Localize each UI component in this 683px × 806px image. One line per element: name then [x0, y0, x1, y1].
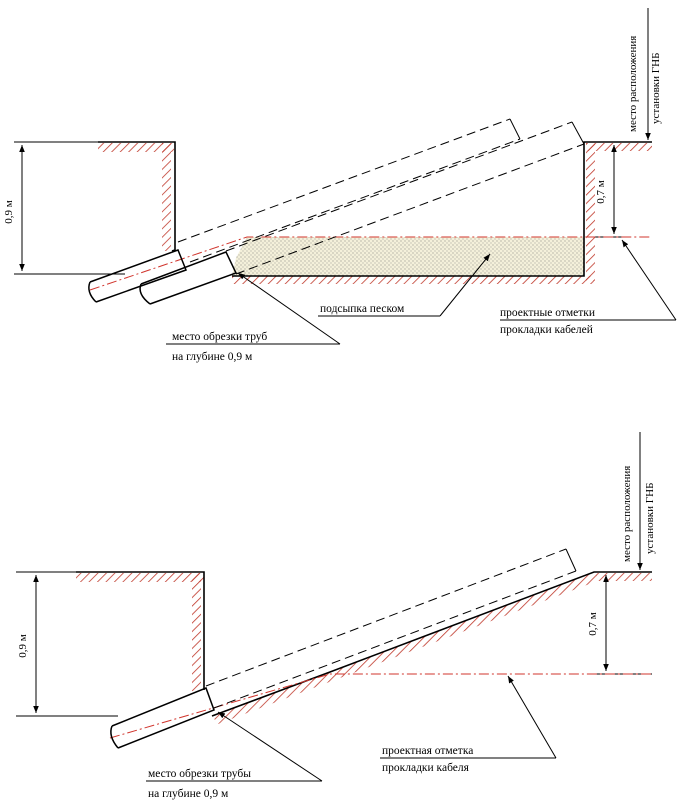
- bottom-cut-place-line1: место обрезки трубы: [148, 768, 251, 780]
- top-design-marks-line1: проектные отметки: [500, 307, 595, 319]
- top-ground-hatching: [98, 143, 652, 284]
- bottom-design-mark-leader: [380, 675, 557, 759]
- top-cut-pipe-stubs: [88, 249, 238, 305]
- top-trench-outline: [98, 141, 652, 277]
- top-depth-right-label: 0,7 м: [595, 180, 607, 204]
- top-design-marks-line2: прокладки кабелей: [500, 324, 593, 336]
- top-diagram: 0,9 м 0,7 м место расположения установки…: [3, 8, 677, 363]
- top-cut-place-line1: место обрезки труб: [172, 331, 267, 343]
- bottom-design-mark-line1: проектная отметка: [382, 745, 473, 757]
- bottom-depth-dimension-right: [590, 575, 652, 675]
- top-cut-place-leader: [166, 272, 341, 345]
- bottom-pipe-end: [565, 548, 577, 572]
- top-depth-dimension-left: [14, 141, 125, 275]
- top-sand-label: подсыпка песком: [320, 303, 405, 315]
- top-design-marks-leader: [500, 239, 677, 321]
- bottom-gnb-label-line2: установки ГНБ: [644, 483, 656, 554]
- bottom-ground-hatching: [76, 572, 652, 724]
- bottom-gnb-label-line1: место расположения: [621, 466, 633, 562]
- bottom-diagram: 0,9 м 0,7 м место расположения установки…: [16, 432, 656, 800]
- bottom-cut-place-leader: [146, 711, 323, 782]
- top-cable-design-axis: [89, 236, 652, 291]
- top-sand-fill: [232, 237, 584, 276]
- bottom-depth-left-label: 0,9 м: [17, 634, 29, 658]
- bottom-cable-design-axis: [109, 673, 652, 739]
- top-depth-left-label: 0,9 м: [3, 200, 15, 224]
- bottom-depth-right-label: 0,7 м: [587, 612, 599, 636]
- top-gnb-label-line1: место расположения: [627, 36, 639, 132]
- top-sand-leader: [318, 253, 491, 317]
- top-pipe-ends: [509, 118, 585, 145]
- bottom-cut-pipe-stub: [110, 687, 215, 749]
- top-cut-place-line2: на глубине 0,9 м: [172, 351, 253, 363]
- bottom-projected-pipe: [205, 548, 577, 709]
- bottom-depth-dimension-left: [16, 571, 118, 717]
- bottom-cut-place-line2: на глубине 0,9 м: [148, 788, 229, 800]
- bottom-ground-outline: [76, 571, 652, 717]
- top-projected-pipes: [177, 118, 585, 275]
- top-gnb-label-line2: установки ГНБ: [650, 53, 662, 124]
- bottom-design-mark-line2: прокладки кабеля: [382, 762, 470, 774]
